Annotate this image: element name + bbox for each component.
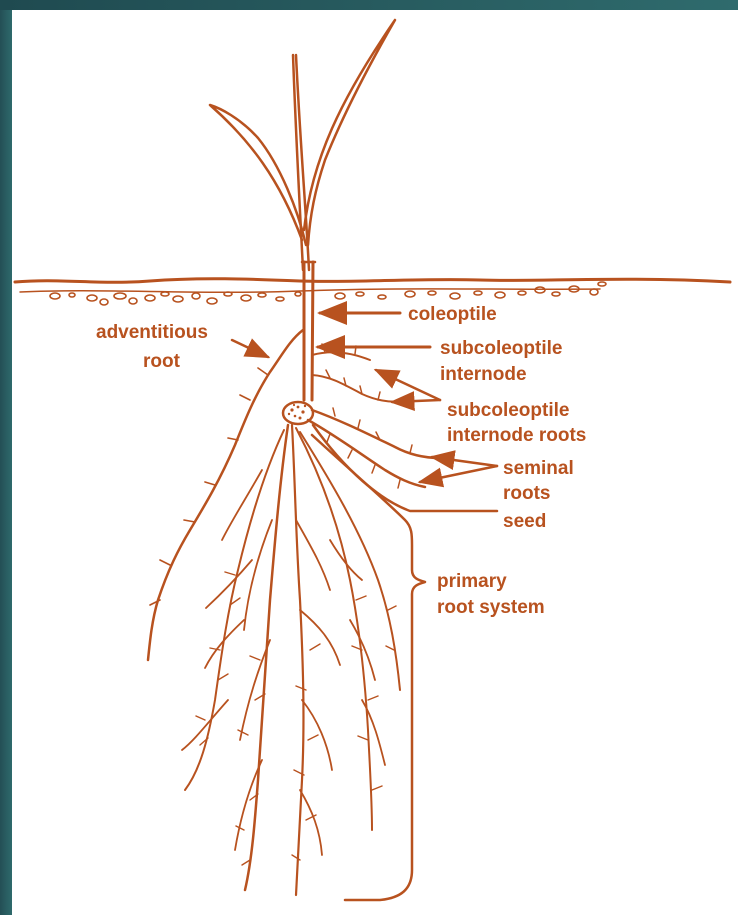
soil-surface xyxy=(15,279,730,305)
label-adventitious: adventitious xyxy=(96,322,208,343)
label-primary: primary xyxy=(437,571,507,592)
seminal-arrow-1 xyxy=(432,457,497,466)
label-seminal: seminal xyxy=(503,458,574,479)
label-subcoleoptile: subcoleoptile xyxy=(440,338,562,359)
label-coleoptile: coleoptile xyxy=(408,304,497,325)
internode-roots-arrow-2 xyxy=(392,400,440,402)
diagram-frame: coleoptile adventitious root subcoleopti… xyxy=(12,10,738,915)
label-adventitious-root: root xyxy=(143,351,181,372)
label-seed: seed xyxy=(503,511,546,532)
label-internode-roots: internode roots xyxy=(447,425,586,446)
label-roots: roots xyxy=(503,483,551,504)
soil-particles xyxy=(50,282,606,305)
seedling-diagram: coleoptile adventitious root subcoleopti… xyxy=(12,10,738,915)
label-subcoleoptile-2: subcoleoptile xyxy=(447,400,569,421)
label-root-system: root system xyxy=(437,597,545,618)
primary-root-system xyxy=(182,425,400,895)
leaves xyxy=(210,20,395,270)
seminal-arrow-2 xyxy=(420,466,497,482)
adventitious-arrow xyxy=(232,340,268,357)
subcoleoptile-internode-roots xyxy=(312,343,402,402)
label-internode: internode xyxy=(440,364,527,385)
internode-roots-arrow-1 xyxy=(376,370,440,400)
